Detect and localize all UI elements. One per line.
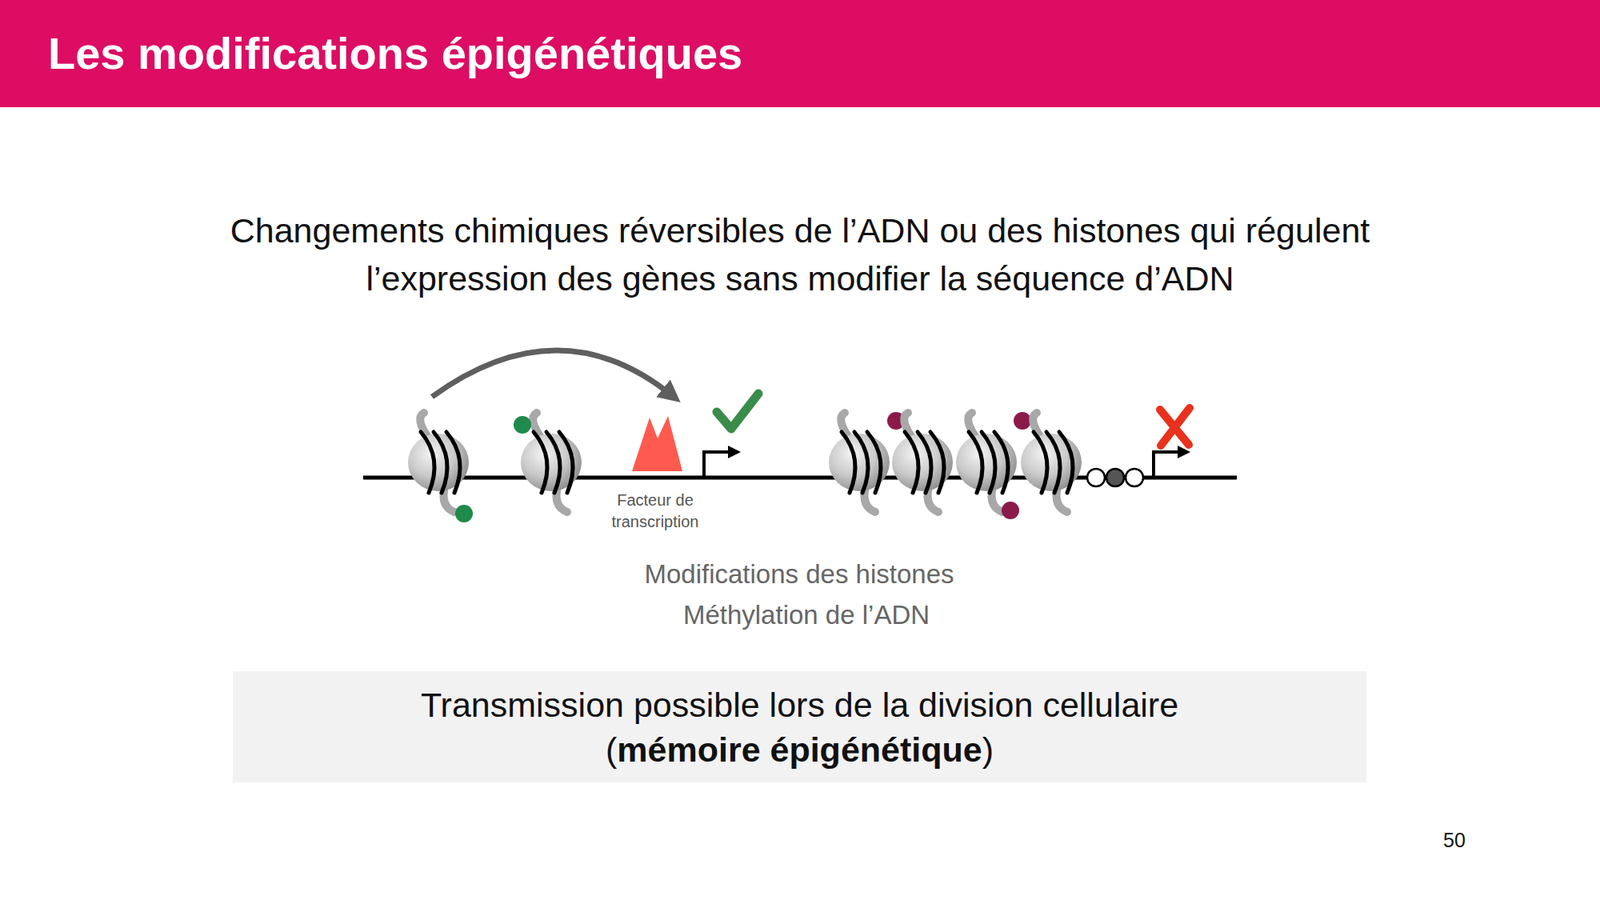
nucleosome (956, 412, 1032, 520)
nucleosome (408, 412, 473, 523)
histone-mark (513, 416, 532, 434)
histone-mark (1013, 412, 1032, 430)
histone-mark (1001, 501, 1020, 520)
histone-mark (455, 504, 473, 523)
cpg-site (1125, 468, 1144, 487)
slide-title: Les modifications épigénétiques (48, 27, 743, 80)
legend-caption: Méthylation de l’ADN (526, 599, 1087, 632)
part-label: Facteur de transcription (591, 489, 720, 533)
methylated-cpg (1106, 468, 1124, 487)
cross-mark (1160, 408, 1190, 446)
legend-caption: Modifications des histones (519, 558, 1080, 591)
transcription-factor (632, 416, 683, 472)
promoter-arrow (704, 452, 735, 478)
box-text: (mémoire épigénétique) (605, 727, 994, 772)
highlight-box: Transmission possible lors de la divisio… (232, 671, 1367, 783)
nucleosome (1020, 412, 1082, 512)
activation-arrow (432, 350, 674, 397)
box-text: Transmission possible lors de la divisio… (420, 682, 1179, 728)
nucleosome (892, 412, 953, 512)
promoter-arrow (1153, 452, 1184, 478)
cpg-site (1087, 468, 1105, 487)
definition-text: Changements chimiques réversibles de l’A… (192, 206, 1408, 303)
nucleosome (513, 412, 582, 512)
page-number: 50 (1422, 828, 1487, 852)
check-mark (716, 393, 759, 429)
